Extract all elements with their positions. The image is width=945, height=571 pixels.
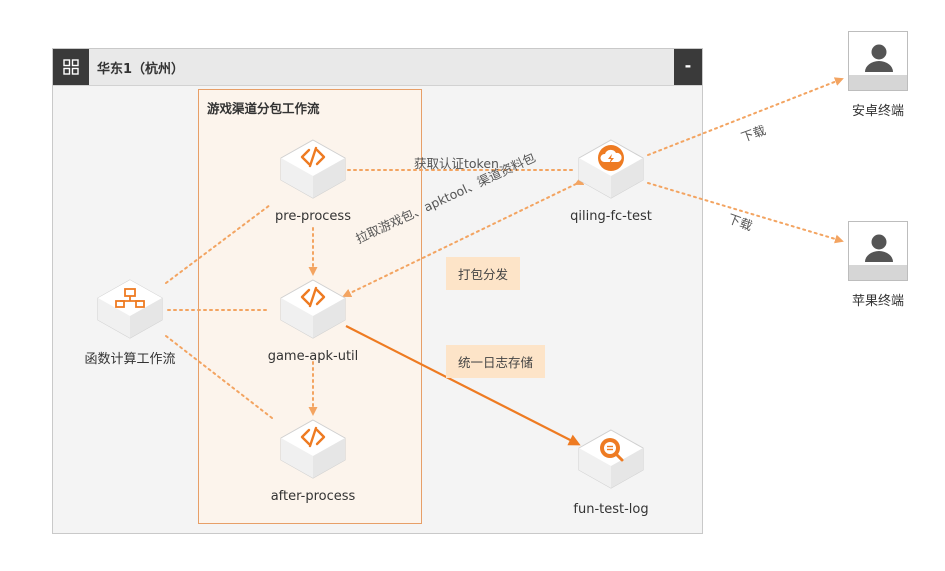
function-icon[interactable] [275,272,351,348]
apple-terminal-label: 苹果终端 [851,294,905,309]
terminal-base [849,75,907,90]
qiling-fc-test-label: qiling-fc-test [570,209,652,224]
workflow-label: 函数计算工作流 [84,352,176,367]
link-qiling-apple [647,182,844,244]
user-icon[interactable] [848,31,908,91]
terminal-base [849,265,907,280]
tag-package-dispatch: 打包分发 [446,257,521,290]
region-title: 华东1（杭州） [97,62,185,77]
collapse-button[interactable]: - [674,49,702,85]
edge-label-token: 获取认证token [414,156,499,171]
link-game-log [345,325,581,446]
link-qiling-game [342,176,585,298]
link-workflow-after [165,335,273,419]
function-icon[interactable] [275,132,351,208]
cloud-service-icon[interactable] [573,132,649,208]
android-terminal-label: 安卓终端 [851,104,905,119]
region-header: 华东1（杭州） - [53,49,702,86]
after-process-label: after-process [270,489,356,504]
game-apk-util-label: game-apk-util [267,349,359,364]
tag-unified-log: 统一日志存储 [446,345,546,378]
pre-process-label: pre-process [275,209,351,224]
link-qiling-android [647,77,844,156]
workflow-icon[interactable] [92,272,168,348]
link-workflow-pre [165,204,271,284]
log-search-icon[interactable] [573,422,649,498]
grid-icon[interactable] [53,49,89,85]
function-icon[interactable] [275,412,351,488]
user-icon[interactable] [848,221,908,281]
fun-test-log-label: fun-test-log [573,502,649,517]
flow-group-title: 游戏渠道分包工作流 [207,101,320,116]
